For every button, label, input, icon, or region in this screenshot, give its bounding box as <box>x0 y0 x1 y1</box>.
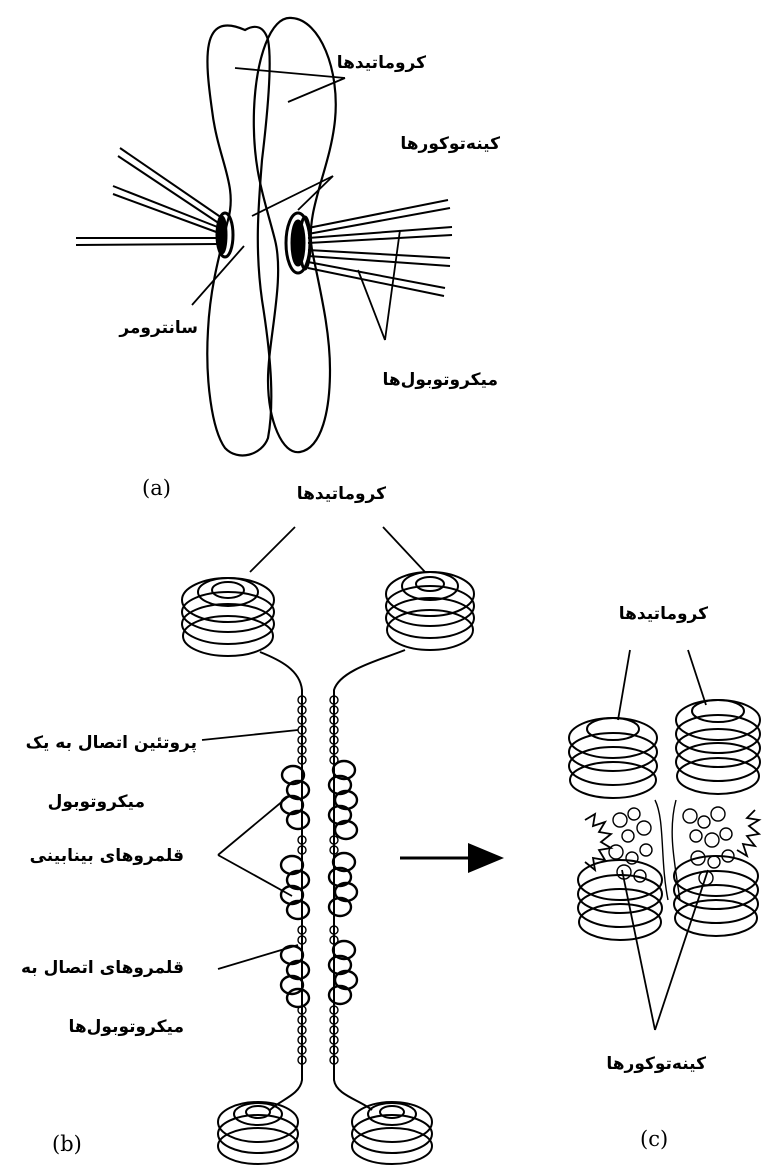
kinetochore-left <box>217 213 233 257</box>
label-a-centromere: سانترومر <box>119 318 198 338</box>
coil-c-bottom-left <box>578 860 662 940</box>
label-a-microtubules: میکروتوبول‌ها <box>383 370 499 390</box>
coil-bottom-left <box>218 1102 298 1164</box>
pointer-lines-a <box>192 68 400 340</box>
label-b-protein-line1: پروتئین اتصال به یک <box>26 733 197 753</box>
panel-b-chromosome <box>182 572 474 1164</box>
panel-a-tag: (a) <box>142 476 171 500</box>
beads <box>298 696 338 1064</box>
coil-top-right <box>386 572 474 650</box>
label-a-chromatids: کروماتیدها <box>337 53 426 73</box>
microtubules-right <box>308 200 452 296</box>
panel-c-chromosome <box>569 700 760 940</box>
coil-bottom-right <box>352 1102 432 1164</box>
coil-top-left <box>182 578 274 656</box>
strand-right <box>334 650 405 1110</box>
label-c-chromatids: کروماتیدها <box>619 604 708 624</box>
loops-left <box>281 766 309 1007</box>
label-b-protein-line2: میکروتوبول <box>48 792 145 812</box>
pointer-lines-b <box>202 527 425 969</box>
kinetochore-right <box>286 213 310 273</box>
coil-c-top-left <box>569 718 657 798</box>
coil-c-top-right <box>676 700 760 794</box>
microtubules-left <box>76 148 222 245</box>
panel-b-tag: (b) <box>52 1132 82 1156</box>
label-b-attach-line1: قلمروهای اتصال به <box>21 958 184 978</box>
label-b-interdomains: قلمروهای بینابینی <box>30 846 184 866</box>
label-c-kinetochores: کینه‌توکورها <box>606 1054 706 1074</box>
panel-c-tag: (c) <box>640 1127 668 1151</box>
label-b-chromatids: کروماتیدها <box>297 484 386 504</box>
label-a-kinetochores: کینه‌توکورها <box>400 134 500 154</box>
kinetochore-cluster-c <box>585 800 759 900</box>
label-b-attach-line2: میکروتوبول‌ها <box>69 1017 185 1037</box>
